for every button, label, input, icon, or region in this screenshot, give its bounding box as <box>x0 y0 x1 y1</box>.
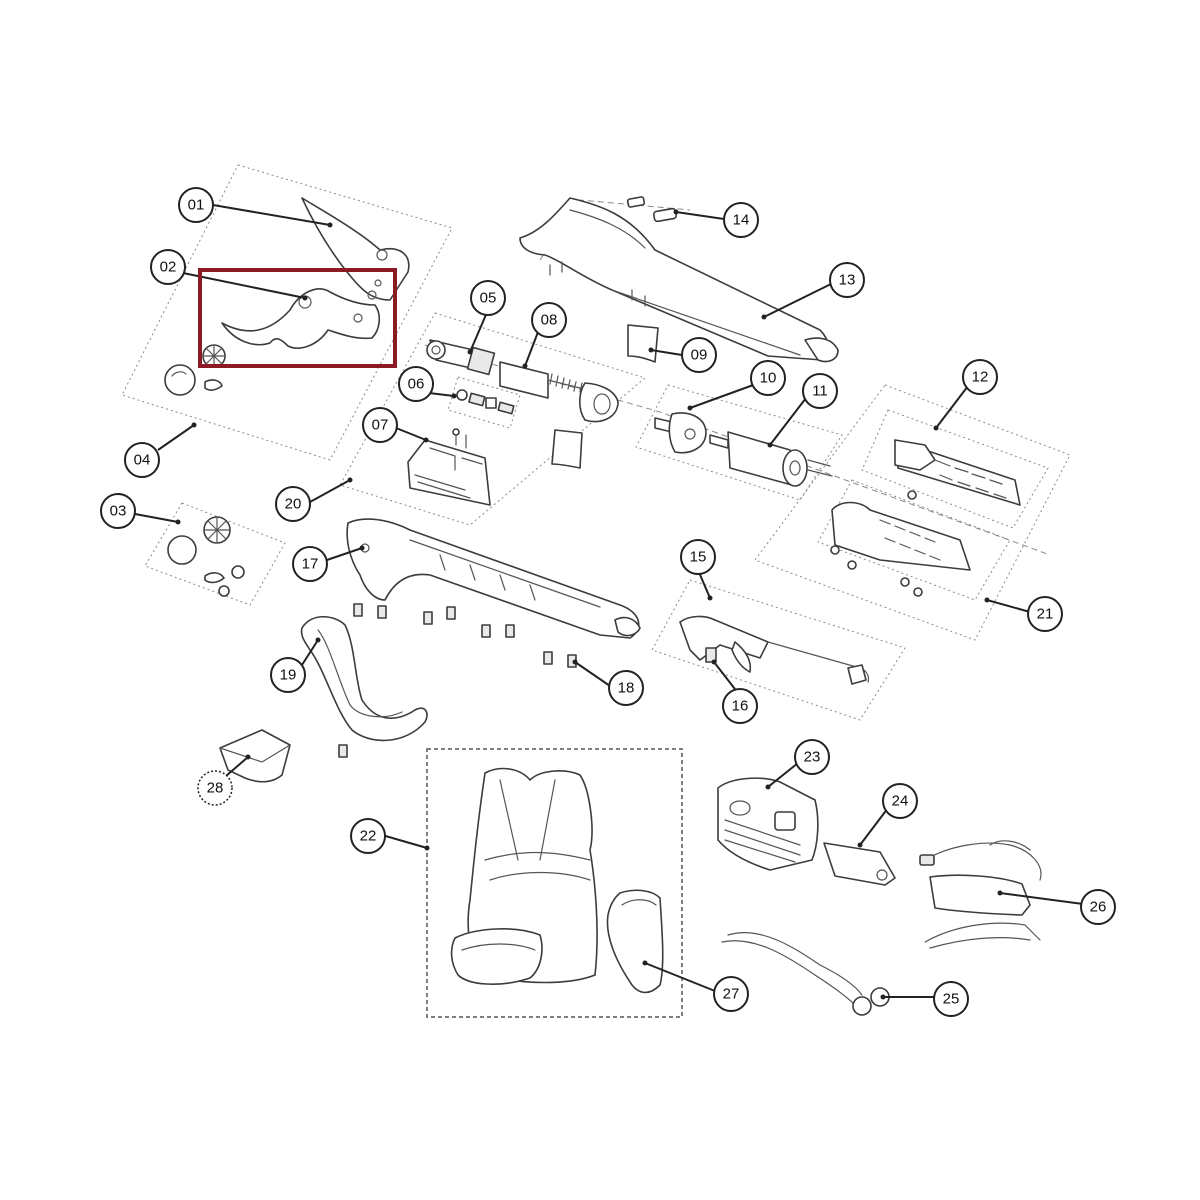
part-power-board <box>830 501 971 597</box>
group-box-trigger <box>651 579 906 721</box>
callout-label: 07 <box>372 417 389 434</box>
part-connecting-rod <box>426 339 496 376</box>
group-box-motor <box>635 384 843 501</box>
group-box-blade-assembly <box>121 164 453 461</box>
callout-label: 19 <box>280 667 297 684</box>
callout-01[interactable]: 01 <box>178 187 214 223</box>
callout-16[interactable]: 16 <box>722 688 758 724</box>
group-box-drive-assembly <box>339 312 647 526</box>
callout-label: 05 <box>480 290 497 307</box>
callout-05[interactable]: 05 <box>470 280 506 316</box>
callout-21[interactable]: 21 <box>1027 596 1063 632</box>
callout-18[interactable]: 18 <box>608 670 644 706</box>
part-housing-screws <box>626 196 678 223</box>
callout-label: 01 <box>188 197 205 214</box>
callout-label: 17 <box>302 556 319 573</box>
callout-label: 04 <box>134 452 151 469</box>
callout-label: 24 <box>892 793 909 810</box>
callout-label: 18 <box>618 680 635 697</box>
callout-08[interactable]: 08 <box>531 302 567 338</box>
callout-label: 11 <box>812 383 828 400</box>
part-battery-pack <box>717 777 819 871</box>
part-pivot-pin-set <box>456 389 515 415</box>
callout-label: 21 <box>1037 606 1054 623</box>
part-battery-adapter <box>823 842 896 886</box>
callout-label: 28 <box>207 780 224 797</box>
callout-label: 16 <box>732 698 749 715</box>
leader-lines <box>134 204 1084 998</box>
group-box-harness <box>426 748 683 1018</box>
callout-label: 03 <box>110 503 127 520</box>
part-lower-housing <box>346 518 641 639</box>
callout-20[interactable]: 20 <box>275 486 311 522</box>
part-motor <box>709 431 833 487</box>
callout-13[interactable]: 13 <box>829 262 865 298</box>
callout-11[interactable]: 11 <box>802 373 838 409</box>
part-cap <box>219 729 291 783</box>
part-handle-grip <box>300 615 428 742</box>
callout-label: 20 <box>285 496 302 513</box>
callout-label: 14 <box>733 212 750 229</box>
part-charger <box>919 840 1042 949</box>
callout-label: 15 <box>690 549 707 566</box>
part-housing-bottom-screws <box>338 603 577 758</box>
callout-22[interactable]: 22 <box>350 818 386 854</box>
part-control-board <box>894 439 1021 506</box>
part-trigger-assembly <box>679 615 870 685</box>
part-cable <box>721 931 890 1016</box>
callout-23[interactable]: 23 <box>794 739 830 775</box>
callout-04[interactable]: 04 <box>124 442 160 478</box>
part-lower-blade <box>221 279 382 349</box>
callout-label: 26 <box>1090 899 1107 916</box>
callout-label: 08 <box>541 312 558 329</box>
callout-label: 23 <box>804 749 821 766</box>
callout-07[interactable]: 07 <box>362 407 398 443</box>
part-blade-knob-set <box>164 344 226 396</box>
callout-label: 22 <box>360 828 377 845</box>
callout-label: 12 <box>972 369 989 386</box>
callout-label: 13 <box>839 272 856 289</box>
callout-09[interactable]: 09 <box>681 337 717 373</box>
callout-label: 02 <box>160 259 177 276</box>
callout-26[interactable]: 26 <box>1080 889 1116 925</box>
callout-label: 27 <box>723 986 740 1003</box>
part-holster <box>606 889 664 994</box>
part-motor-flange <box>654 412 707 454</box>
callout-28[interactable]: 28 <box>197 770 233 806</box>
part-harness-vest <box>450 767 598 985</box>
group-box-pivot-pin <box>447 376 521 429</box>
group-box-electronics <box>754 384 1071 641</box>
callout-10[interactable]: 10 <box>750 360 786 396</box>
callout-15[interactable]: 15 <box>680 539 716 575</box>
callout-label: 06 <box>408 376 425 393</box>
part-upper-housing <box>519 197 839 363</box>
callout-17[interactable]: 17 <box>292 546 328 582</box>
callout-label: 09 <box>691 347 708 364</box>
callout-19[interactable]: 19 <box>270 657 306 693</box>
callout-03[interactable]: 03 <box>100 493 136 529</box>
callout-02[interactable]: 02 <box>150 249 186 285</box>
callout-label: 10 <box>760 370 777 387</box>
callout-label: 25 <box>943 991 960 1008</box>
part-gear-set <box>167 516 245 597</box>
callout-06[interactable]: 06 <box>398 366 434 402</box>
part-clip-block <box>407 428 491 506</box>
callout-24[interactable]: 24 <box>882 783 918 819</box>
leader-end-dots <box>175 209 1003 1000</box>
callout-14[interactable]: 14 <box>723 202 759 238</box>
group-box-gear-set <box>144 502 286 606</box>
callout-25[interactable]: 25 <box>933 981 969 1017</box>
part-upper-blade <box>301 197 410 301</box>
callout-12[interactable]: 12 <box>962 359 998 395</box>
callout-27[interactable]: 27 <box>713 976 749 1012</box>
part-lead-screw <box>499 361 619 423</box>
highlight-box-part-02 <box>198 268 397 368</box>
part-bearing-halves <box>551 324 659 469</box>
